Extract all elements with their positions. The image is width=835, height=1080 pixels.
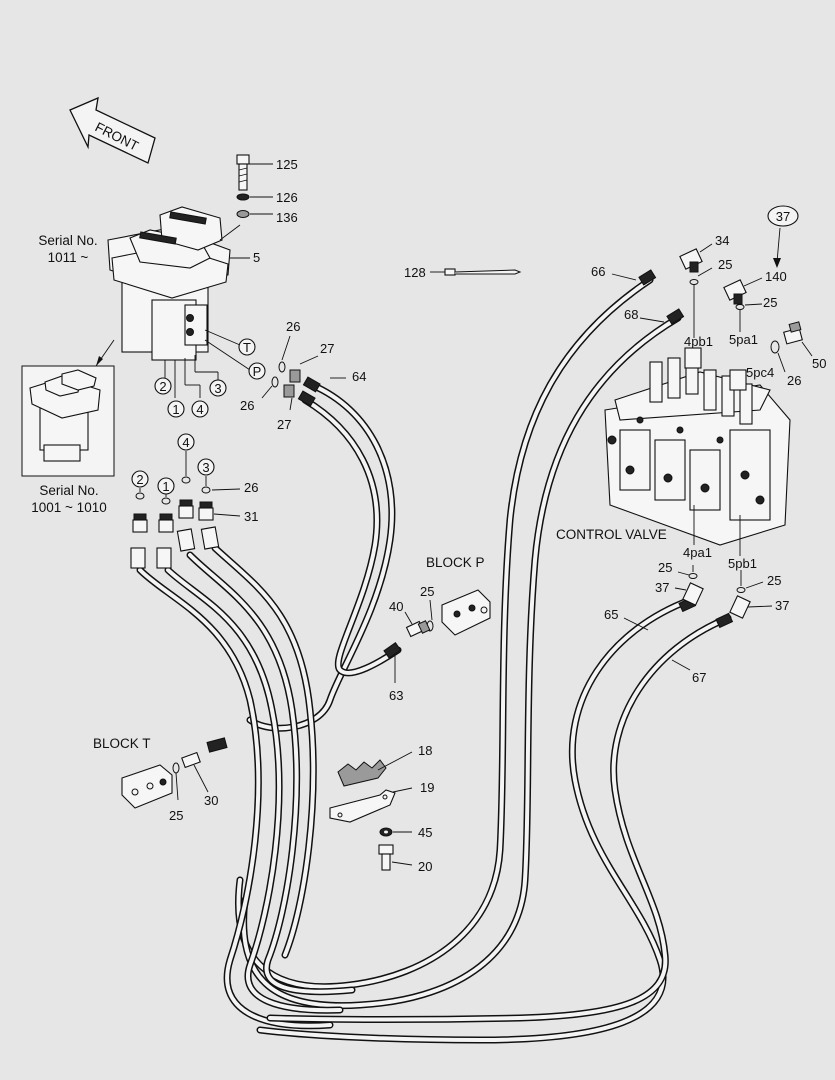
- part-26-c: 26: [244, 480, 258, 495]
- port-3-label: 3: [214, 381, 221, 396]
- hose-1-label: 1: [162, 479, 169, 494]
- part-66: 66: [591, 264, 605, 279]
- part-25-e: 25: [420, 584, 434, 599]
- block-t: [121, 751, 209, 809]
- part-25-d: 25: [767, 573, 781, 588]
- part-27-a: 27: [320, 341, 334, 356]
- part-26-b: 26: [240, 398, 254, 413]
- bolt-stack: [236, 154, 273, 218]
- part-25-c: 25: [658, 560, 672, 575]
- block-p-label: BLOCK P: [426, 555, 485, 570]
- part-26-a: 26: [286, 319, 300, 334]
- hose-4-label: 4: [182, 435, 189, 450]
- port-1-label: 1: [172, 402, 179, 417]
- port-4pa1: 4pa1: [683, 545, 712, 560]
- part-20: 20: [418, 859, 432, 874]
- lower-pilot-fittings: [130, 451, 241, 569]
- part-125: 125: [276, 157, 298, 172]
- part-63: 63: [389, 688, 403, 703]
- circled-labels: T P 2 1 4 3 4 3 2 1 37: [131, 205, 799, 495]
- lower-right-fittings: [674, 565, 773, 619]
- part-27-b: 27: [277, 417, 291, 432]
- hose-66: [235, 276, 654, 991]
- part-37-a: 37: [655, 580, 669, 595]
- hose-3-label: 3: [202, 460, 209, 475]
- front-arrow: FRONT: [69, 96, 156, 164]
- part-25-a: 25: [718, 257, 732, 272]
- part-40: 40: [389, 599, 403, 614]
- part-126: 126: [276, 190, 298, 205]
- hose-68: [240, 314, 682, 1010]
- block-p: [394, 589, 491, 683]
- inset-old-valve: [21, 365, 115, 477]
- part-67: 67: [692, 670, 706, 685]
- serial-a-line1: Serial No.: [38, 233, 97, 248]
- part-18: 18: [418, 743, 432, 758]
- part-25-b: 25: [763, 295, 777, 310]
- part-5: 5: [253, 250, 260, 265]
- hoses: [136, 269, 734, 1044]
- hose-64: [246, 381, 402, 732]
- cable-tie-128: [430, 268, 522, 276]
- part-34: 34: [715, 233, 729, 248]
- part-50: 50: [812, 356, 826, 371]
- tp-fittings: [261, 335, 319, 411]
- hose-65: [256, 596, 694, 1044]
- part-26-cv: 26: [787, 373, 801, 388]
- port-4-label: 4: [196, 402, 203, 417]
- port-p-label: P: [253, 364, 262, 379]
- part-19: 19: [420, 780, 434, 795]
- serial-a-line2: 1011 ~: [48, 250, 89, 265]
- pilot-hoses: [136, 544, 356, 1030]
- port-leads: [164, 224, 251, 398]
- part-68: 68: [624, 307, 638, 322]
- part-136: 136: [276, 210, 298, 225]
- part-64: 64: [352, 369, 366, 384]
- part-45: 45: [418, 825, 432, 840]
- ref-37-label: 37: [776, 209, 790, 224]
- port-t-label: T: [243, 340, 251, 355]
- port-4pb1: 4pb1: [684, 334, 713, 349]
- part-140: 140: [765, 269, 787, 284]
- text-labels: Serial No. 1011 ~ Serial No. 1001 ~ 1010…: [31, 157, 826, 874]
- hose-67: [266, 614, 732, 1023]
- hose-2-label: 2: [136, 472, 143, 487]
- part-65: 65: [604, 607, 618, 622]
- part-25-f: 25: [169, 808, 183, 823]
- part-31: 31: [244, 509, 258, 524]
- control-valve-body: [604, 347, 791, 556]
- port-5pc4: 5pc4: [746, 365, 774, 380]
- clamp-assembly: [329, 751, 413, 871]
- part-30: 30: [204, 793, 218, 808]
- serial-b-line1: Serial No.: [39, 483, 98, 498]
- port-2-label: 2: [159, 379, 166, 394]
- part-37-b: 37: [775, 598, 789, 613]
- port-5pa1: 5pa1: [729, 332, 758, 347]
- part-128: 128: [404, 265, 426, 280]
- block-t-label: BLOCK T: [93, 736, 151, 751]
- control-valve-label: CONTROL VALVE: [556, 527, 667, 542]
- pilot-valve: [107, 206, 231, 361]
- serial-b-line2: 1001 ~ 1010: [31, 500, 106, 515]
- top-right-fittings: [679, 227, 813, 373]
- port-5pb1: 5pb1: [728, 556, 757, 571]
